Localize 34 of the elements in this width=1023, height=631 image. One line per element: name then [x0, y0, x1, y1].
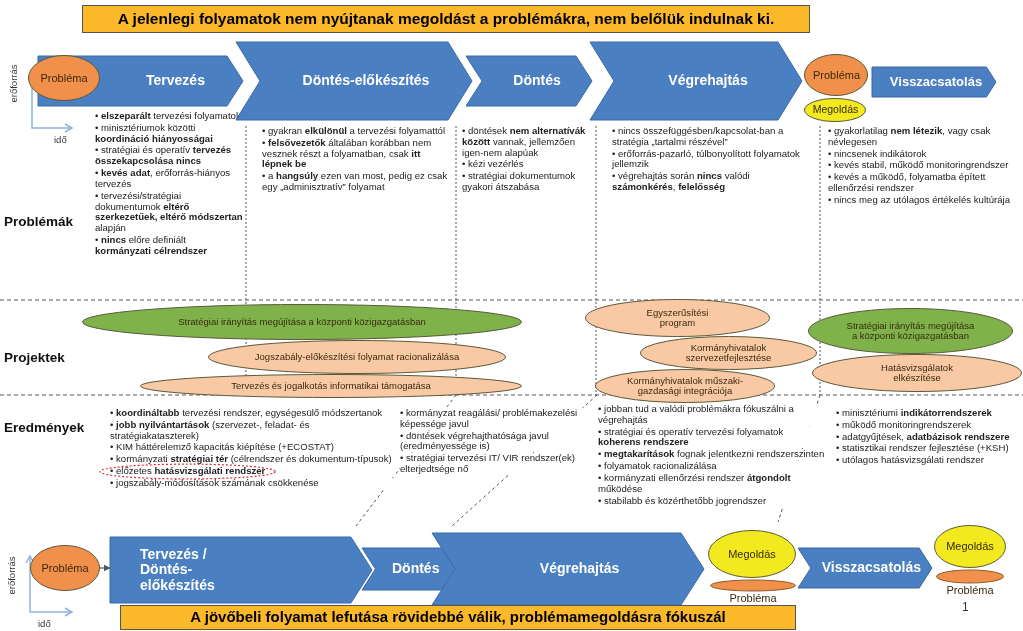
- process-step: Visszacsatolás: [798, 548, 932, 588]
- solution-circle: Megoldás: [934, 525, 1006, 568]
- project-ellipse: Hatásvizsgálatok elkészítése: [812, 354, 1022, 392]
- problem-circle: Probléma: [30, 545, 100, 591]
- axis-label: idő: [38, 618, 51, 629]
- bullet-text: • a hangsúly ezen van most, pedig ez csak egy „adminisztratív” folyamat: [262, 171, 448, 193]
- project-ellipse: Kormányhivatalok műszaki-gazdasági integrációja: [595, 369, 775, 403]
- axis-label: erőforrás: [7, 64, 19, 103]
- bullet-text: • megtakarítások fognak jelentkezni rendszerszinten: [598, 449, 826, 461]
- process-step: Döntés: [362, 548, 456, 590]
- axis-label: idő: [54, 134, 67, 145]
- project-ellipse: Jogszabály-előkészítési folyamat racionalizálása: [208, 340, 506, 374]
- solution-circle: Megoldás: [708, 530, 796, 578]
- row-heading: Eredmények: [4, 420, 85, 435]
- project-ellipse: Stratégiai irányítás megújítása a központi közigazgatásban: [82, 304, 522, 340]
- project-ellipse: Egyszerűsítési program: [585, 299, 770, 337]
- banner: A jövőbeli folyamat lefutása rövidebbé válik, problémamegoldásra fókuszál: [120, 605, 796, 630]
- bullet-text: • jogszabály-módosítások számának csökkenése: [110, 477, 396, 489]
- project-ellipse: Stratégiai irányítás megújítása a központi közigazgatásban: [808, 308, 1013, 354]
- project-ellipse: Tervezés és jogalkotás informatikai támogatása: [140, 374, 522, 398]
- banner: A jelenlegi folyamatok nem nyújtanak megoldást a problémákra, nem belőlük indulnak ki.: [82, 5, 810, 33]
- bullet-text: • gyakran elkülönül a tervezési folyamattól: [262, 126, 448, 137]
- process-step: Döntés: [466, 56, 592, 106]
- axis-label: erőforrás: [5, 556, 17, 595]
- row-heading: Projektek: [4, 350, 65, 365]
- row-heading: Problémák: [4, 214, 74, 229]
- problem-circle: Probléma: [28, 55, 100, 101]
- problem-circle: Probléma: [804, 54, 868, 96]
- page-number: 1: [962, 600, 969, 614]
- solution-blob: Megoldás: [804, 98, 866, 122]
- bullet-text: • előzetes hatásvizsgálati rendszer: [110, 466, 396, 477]
- project-ellipse: Kormányhivatalok szervezetfejlesztése: [640, 336, 817, 370]
- arrow: [99, 564, 111, 572]
- process-step: Visszacsatolás: [872, 67, 996, 97]
